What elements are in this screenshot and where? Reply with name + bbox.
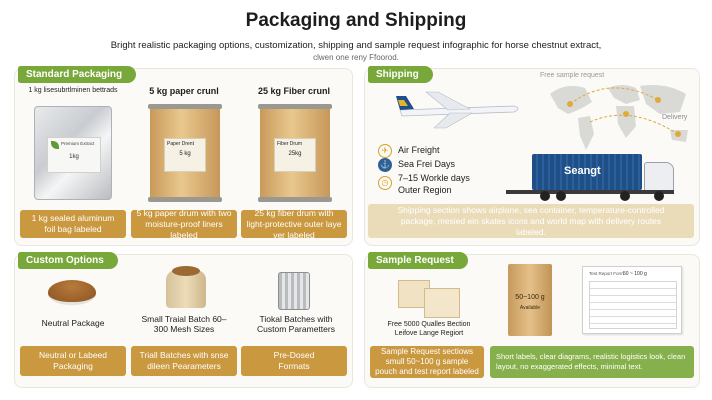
- foil-bag: Premium Extract 1kg: [34, 106, 112, 200]
- sea-freight-text: Sea Frei Days: [398, 159, 456, 169]
- fiber-drum-size: 25kg: [288, 151, 302, 157]
- powder-sack: [166, 266, 206, 308]
- shipping-tag: Shipping: [368, 66, 433, 83]
- shipping-caption: Shipping section shows airplane, sea con…: [368, 204, 694, 238]
- fiber-drum-top-label: 25 kg Fiber crunl: [257, 86, 331, 96]
- map-continent: [550, 86, 592, 114]
- sample-box: [424, 288, 460, 318]
- custom-label-1: Neutral Package: [41, 318, 105, 328]
- delivery-region-text: Outer Region: [398, 185, 452, 195]
- foil-bag-label: Premium Extract 1kg: [47, 137, 101, 173]
- truck-chassis: [506, 190, 674, 194]
- truck-wheel: [620, 191, 630, 201]
- custom-caption-3: Pre-Dosed Formats: [241, 346, 347, 376]
- sample-box-text: Free 5000 Qualles Bection Leifove Lange …: [387, 321, 471, 337]
- fiber-drum-label: Fiber Drum 25kg: [274, 138, 316, 172]
- sample-pouch: 50~100 g Available: [508, 264, 552, 336]
- custom-options-tag: Custom Options: [18, 252, 118, 269]
- sample-caption-right: Short labels, clear diagrams, realistic …: [490, 346, 694, 378]
- truck-wheel: [556, 191, 566, 201]
- page-subtitle: Bright realistic packaging options, cust…: [110, 40, 602, 51]
- air-freight-text: Air Freight: [398, 145, 440, 155]
- map-continent: [578, 116, 594, 150]
- powder-bowl: [48, 280, 96, 305]
- truck-cab: [644, 162, 674, 194]
- paper-drum-label-text: Paper Drent: [167, 141, 194, 147]
- custom-label-3: Tiokal Batches with Custom Parametters: [257, 314, 335, 334]
- page-subtitle-2: clwen one reny Ffoorod.: [313, 53, 399, 62]
- fiber-drum: Fiber Drum 25kg: [258, 104, 332, 202]
- airplane-icon: [396, 91, 519, 129]
- report-table: [589, 281, 677, 329]
- clock-icon: ◷: [378, 176, 392, 190]
- tin-can: [278, 272, 310, 310]
- paper-drum-top-label: 5 kg paper crunl: [149, 86, 219, 96]
- plane-info-icon: ✈: [378, 144, 392, 158]
- fiber-drum-label-text: Fiber Drum: [277, 141, 303, 147]
- report-title: Test Report Form: [589, 271, 624, 276]
- bag-caption: 1 kg sealed aluminum foil bag labeled: [20, 210, 126, 238]
- shipping-container: Seangt: [532, 154, 642, 190]
- custom-label-2: Small Traial Batch 60–300 Mesh Sizes: [141, 314, 227, 334]
- truck-wheel: [540, 191, 550, 201]
- truck-wheel: [654, 191, 664, 201]
- container-brand: Seangt: [564, 165, 601, 177]
- map-pin: [623, 111, 629, 117]
- custom-caption-1: Neutral or Labeed Packaging: [20, 346, 126, 376]
- map-continent: [616, 106, 636, 138]
- map-label: Free sample request: [540, 72, 605, 79]
- paper-drum-label: Paper Drent 5 kg: [164, 138, 206, 172]
- sample-pouch-sub: Available: [519, 305, 541, 311]
- map-pin: [655, 97, 661, 103]
- delivery-label: Delivery: [662, 114, 688, 121]
- standard-packaging-tag: Standard Packaging: [18, 66, 137, 83]
- delivery-days-text: 7–15 Workle days: [398, 173, 470, 183]
- sample-request-tag: Sample Request: [368, 252, 468, 269]
- delivery-route: [589, 114, 679, 135]
- foil-bag-size: 1kg: [69, 154, 79, 160]
- ship-info-icon: ⚓: [378, 158, 392, 172]
- paper-drum-size: 5 kg: [179, 151, 191, 157]
- sack-powder-top: [172, 266, 200, 276]
- sample-caption-left: Sample Request sectiows smull 50~100 g s…: [370, 346, 484, 378]
- bag-top-label: 1 kg lisesubrtlminen bettrads: [28, 87, 118, 94]
- paper-drum-caption: 5 kg paper drum with two moisture-proof …: [131, 208, 237, 240]
- map-continent: [640, 85, 686, 114]
- leaf-icon: [51, 141, 59, 149]
- sample-pouch-label: 50~100 g: [515, 294, 545, 301]
- map-pin: [675, 131, 681, 137]
- foil-bag-label-text: Premium Extract: [61, 141, 95, 146]
- paper-drum: Paper Drent 5 kg: [148, 104, 222, 202]
- fiber-drum-caption: 25 kg fiber drum with light-protective o…: [241, 208, 347, 240]
- world-map: [550, 85, 688, 150]
- report-header: 50 ~ 100 g: [623, 271, 647, 277]
- custom-caption-2: Triall Batches with snse dileen Pearamet…: [131, 346, 237, 376]
- delivery-route: [569, 87, 659, 105]
- map-pin: [567, 101, 573, 107]
- page-title: Packaging and Shipping: [245, 10, 467, 31]
- test-report-sheet: Test Report Form 50 ~ 100 g: [582, 266, 682, 334]
